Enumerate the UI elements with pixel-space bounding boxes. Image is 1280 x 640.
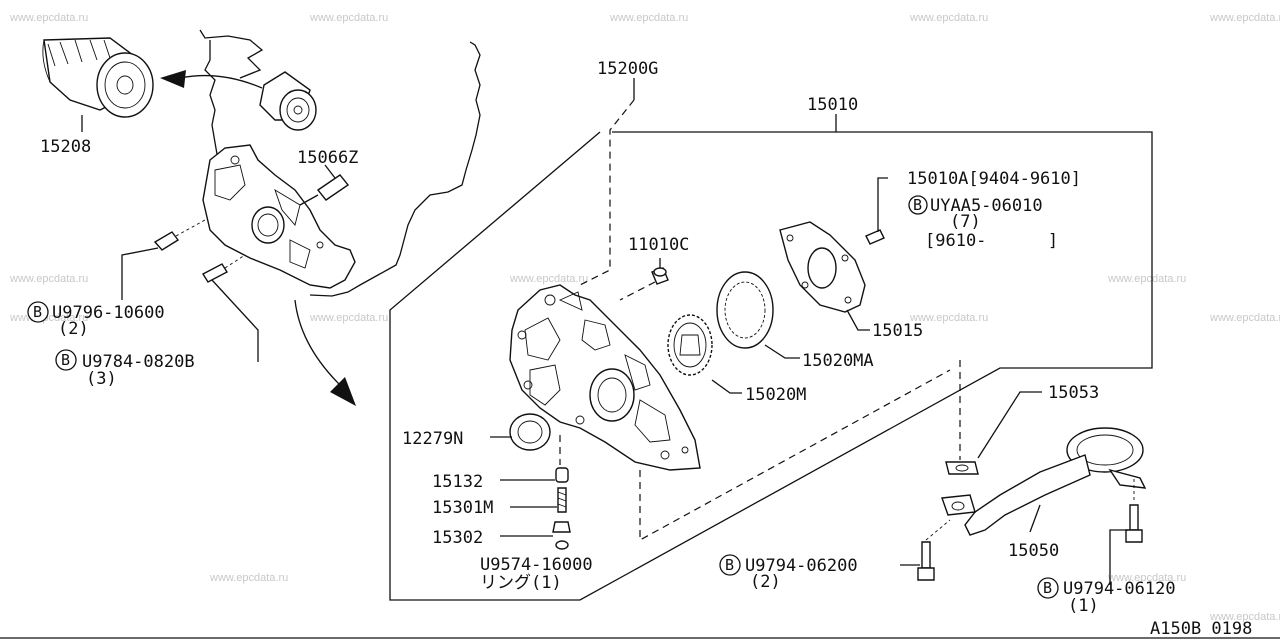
label-15132: 15132 bbox=[432, 472, 483, 492]
label-15200g: 15200G bbox=[597, 59, 658, 79]
label-15020m: 15020M bbox=[745, 385, 806, 405]
strainer-bolts bbox=[917, 478, 1143, 581]
assembly-bracket-15010 bbox=[389, 114, 1153, 601]
label-u9574: U9574-16000 bbox=[480, 555, 593, 575]
label-u9784-qty: (3) bbox=[86, 369, 117, 389]
label-u9794-06120-qty: (1) bbox=[1068, 596, 1099, 616]
watermark: www.epcdata.ru bbox=[1107, 273, 1186, 285]
watermark: www.epcdata.ru bbox=[1209, 611, 1280, 623]
bolt-b-letter: B bbox=[913, 196, 922, 214]
inner-gear bbox=[667, 314, 713, 376]
oil-strainer bbox=[941, 427, 1147, 536]
label-u9796: U9796-10600 bbox=[52, 303, 165, 323]
label-15020ma: 15020MA bbox=[802, 351, 874, 371]
label-15010a: 15010A[9404-9610] bbox=[907, 169, 1081, 189]
outer-gear bbox=[716, 271, 774, 349]
label-u9794-06120: U9794-06120 bbox=[1063, 579, 1176, 599]
bolt-b-letter: B bbox=[1043, 579, 1052, 597]
relief-valve-parts bbox=[552, 467, 571, 550]
label-u9784: U9784-0820B bbox=[82, 352, 195, 372]
label-u9574-ring: リング(1) bbox=[480, 573, 562, 593]
watermark: www.epcdata.ru bbox=[309, 12, 388, 24]
label-15208: 15208 bbox=[40, 137, 91, 157]
cover-bolt bbox=[865, 177, 888, 245]
bolt-b-letter: B bbox=[61, 351, 70, 369]
diagram-code: A150B 0198 bbox=[1150, 619, 1252, 639]
part-labels: 15208 15200G 15010 15066Z 15010A[9404-96… bbox=[27, 59, 1252, 639]
watermark: www.epcdata.ru bbox=[509, 273, 588, 285]
label-15302: 15302 bbox=[432, 528, 483, 548]
small-view-bolts bbox=[153, 219, 246, 283]
filter-arrow bbox=[160, 70, 263, 89]
bolt-b-icon bbox=[27, 301, 49, 323]
watermark: www.epcdata.ru bbox=[909, 12, 988, 24]
bolt-b-icon bbox=[1037, 577, 1059, 599]
label-u9794-06200: U9794-06200 bbox=[745, 556, 858, 576]
label-15015: 15015 bbox=[872, 321, 923, 341]
bolt-b-letter: B bbox=[725, 556, 734, 574]
explode-arrow bbox=[294, 299, 356, 406]
label-12279n: 12279N bbox=[402, 429, 463, 449]
bolt-b-icon bbox=[719, 554, 741, 576]
watermark: www.epcdata.ru bbox=[1209, 312, 1280, 324]
label-uyaa5-qty: (7) bbox=[950, 212, 981, 232]
oil-filter-small bbox=[259, 71, 317, 131]
watermark: www.epcdata.ru bbox=[209, 572, 288, 584]
watermark: www.epcdata.ru bbox=[9, 12, 88, 24]
engine-outline bbox=[199, 29, 481, 297]
label-u9794-06200-qty: (2) bbox=[750, 572, 781, 592]
watermark: www.epcdata.ru bbox=[9, 273, 88, 285]
bolt-b-letter: B bbox=[33, 303, 42, 321]
watermark: www.epcdata.ru bbox=[309, 312, 388, 324]
watermark: www.epcdata.ru bbox=[1209, 12, 1280, 24]
watermarks: www.epcdata.ru www.epcdata.ru www.epcdat… bbox=[9, 12, 1280, 623]
bolt-b-icon bbox=[908, 195, 928, 215]
pump-small-view bbox=[202, 144, 356, 289]
strainer-gasket bbox=[945, 461, 979, 475]
label-15050: 15050 bbox=[1008, 541, 1059, 561]
cover-plate bbox=[779, 221, 866, 313]
dowel-pin bbox=[651, 267, 669, 285]
label-uyaa5: UYAA5-06010 bbox=[930, 196, 1043, 216]
watermark: www.epcdata.ru bbox=[1107, 572, 1186, 584]
dashed-guides bbox=[559, 99, 961, 542]
oil-pump-body bbox=[509, 284, 701, 471]
leader-lines bbox=[81, 78, 1128, 585]
oil-seal bbox=[509, 413, 551, 451]
label-11010c: 11010C bbox=[628, 235, 689, 255]
bolt-b-icon bbox=[55, 349, 77, 371]
oil-filter-large bbox=[42, 37, 154, 118]
label-15010: 15010 bbox=[807, 95, 858, 115]
watermark: www.epcdata.ru bbox=[909, 312, 988, 324]
label-u9796-qty: (2) bbox=[58, 319, 89, 339]
label-15053: 15053 bbox=[1048, 383, 1099, 403]
label-uyaa5-range: [9610- ] bbox=[925, 231, 1058, 251]
label-15066z: 15066Z bbox=[297, 148, 358, 168]
label-15301m: 15301M bbox=[432, 498, 493, 518]
watermark: www.epcdata.ru bbox=[609, 12, 688, 24]
